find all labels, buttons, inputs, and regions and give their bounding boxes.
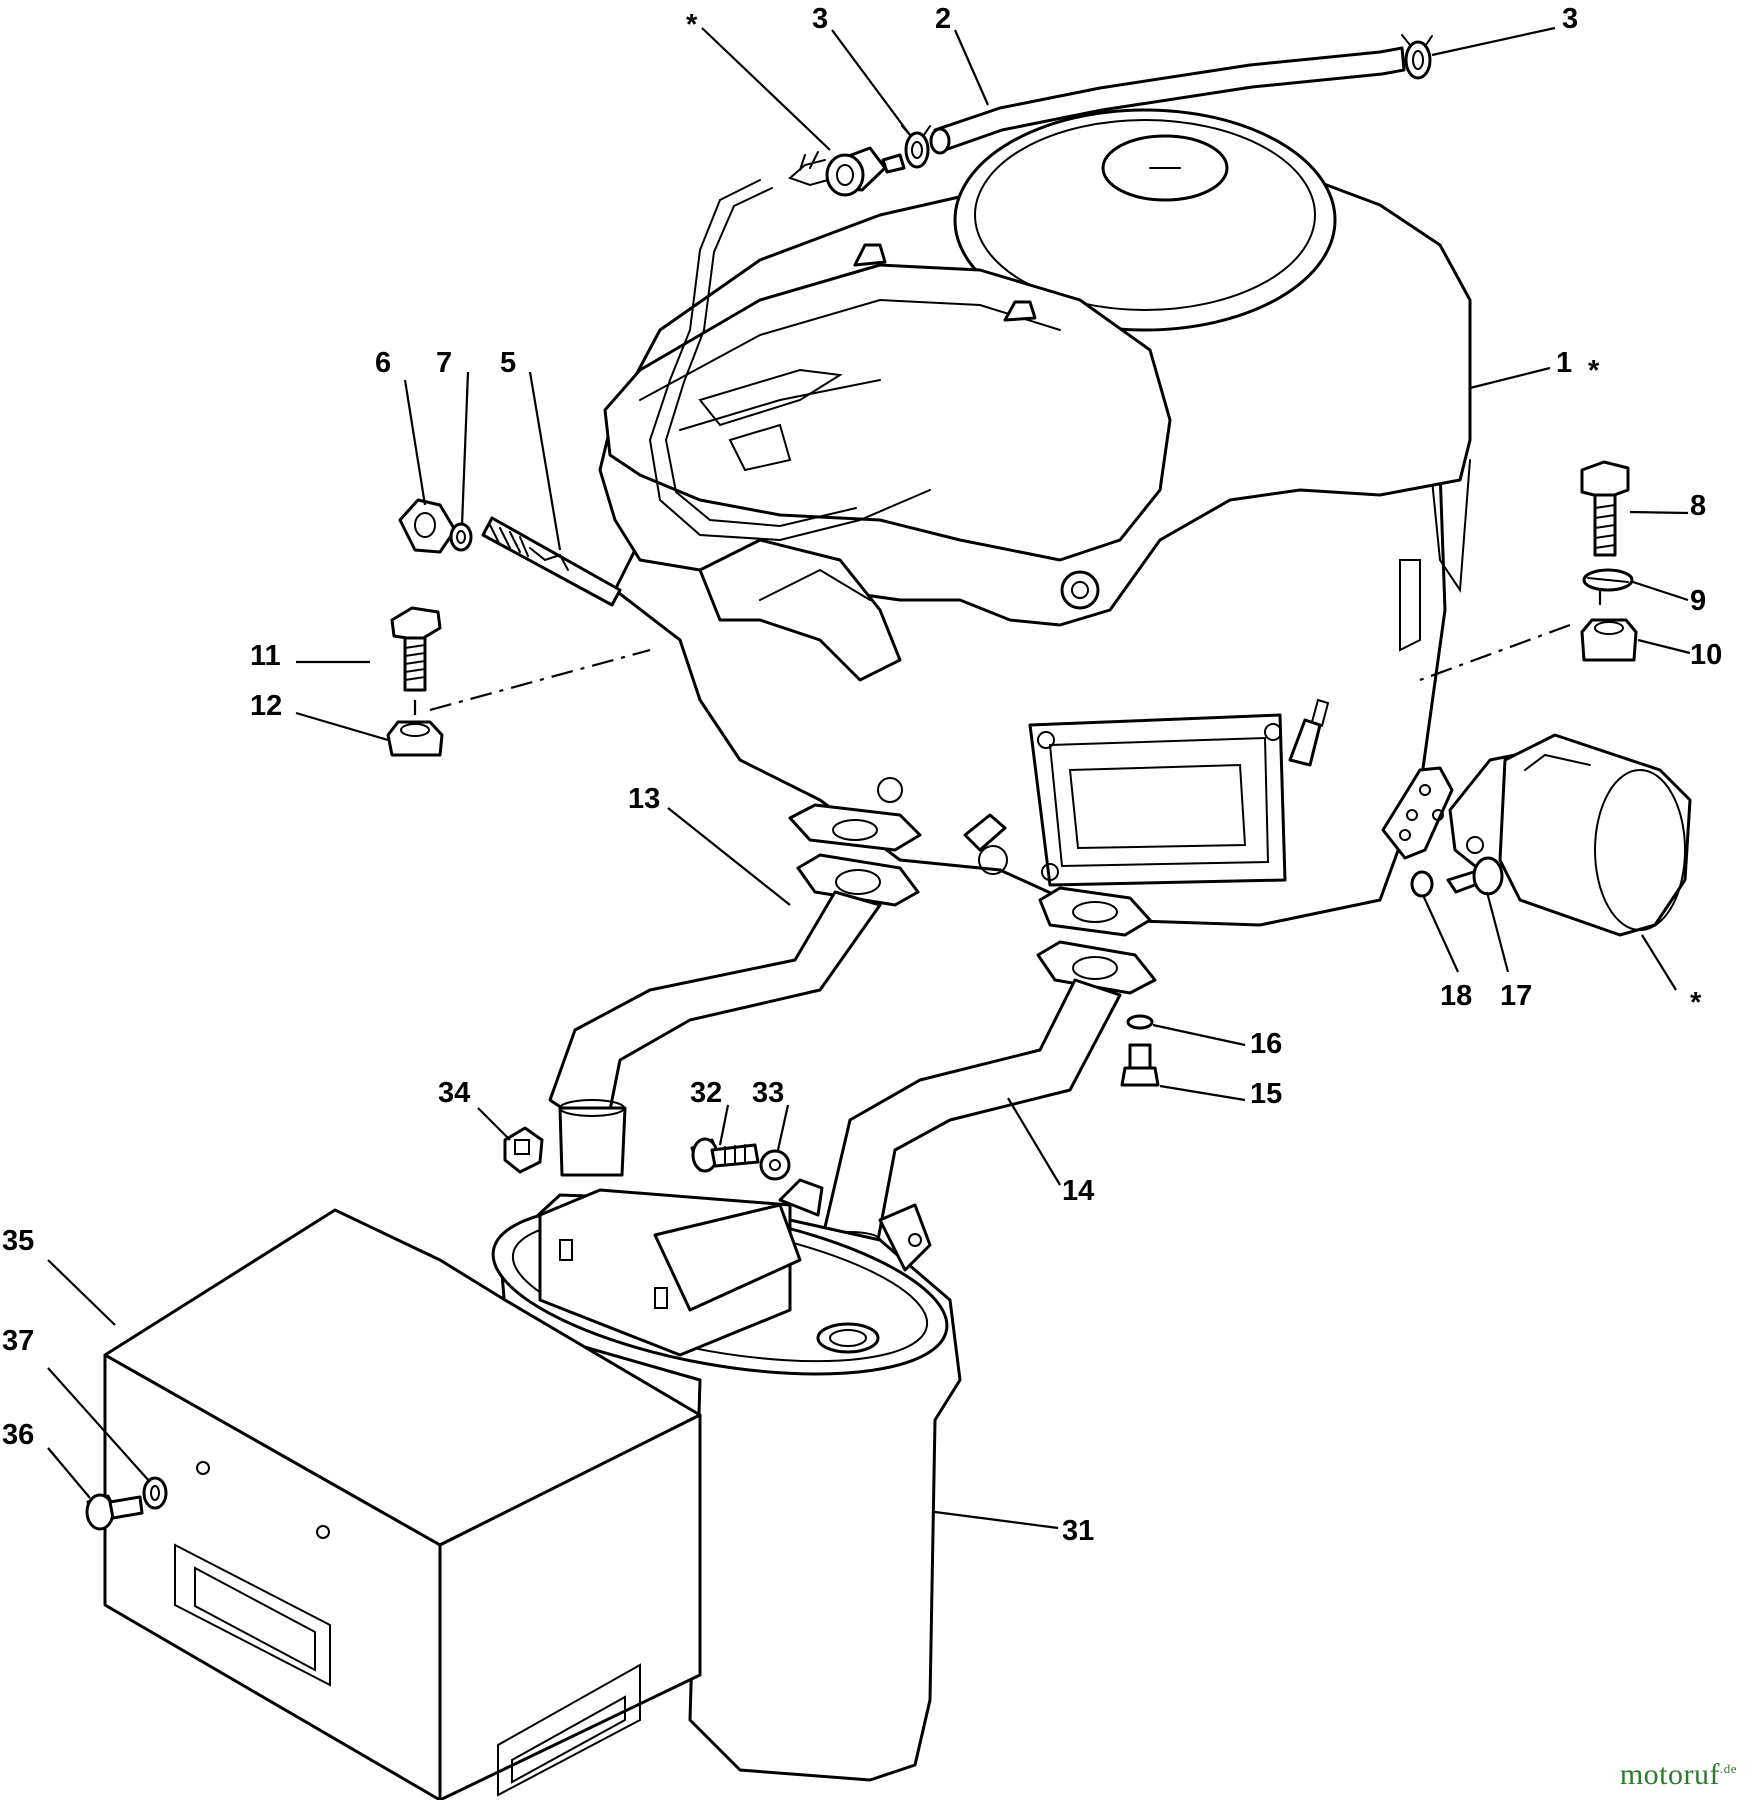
callout-13: 13 [628,783,660,815]
watermark-suffix: .de [1719,1761,1737,1776]
callout-32: 32 [690,1077,722,1109]
callout-star-filter: * [1690,987,1702,1019]
clip-34 [503,1126,544,1174]
callout-37: 37 [2,1325,34,1357]
muffler-guard [85,1208,702,1800]
callout-1-star: * [1588,355,1600,387]
callout-2: 2 [935,3,951,35]
callout-8: 8 [1690,490,1706,522]
callout-5: 5 [500,347,516,379]
bolt-11 [390,606,442,642]
callout-16: 16 [1250,1028,1282,1060]
engine [598,108,1472,927]
callout-6: 6 [375,347,391,379]
callout-36: 36 [2,1419,34,1451]
washer-7 [449,522,473,552]
stud-assembly [398,498,622,607]
callout-33: 33 [752,1077,784,1109]
callout-11: 11 [250,640,281,672]
leader-lines [47,26,1691,1530]
hose-clamp-right [1404,40,1432,80]
callout-31: 31 [1062,1515,1094,1547]
muffler-fasteners [503,1126,791,1181]
watermark-logo: motoruf.de [1620,1758,1737,1792]
callout-labels: * 3 2 3 1 * 6 7 5 8 9 10 11 12 13 18 17 … [2,3,1722,1547]
washer-33 [759,1149,791,1181]
fuel-hose-end [929,127,951,155]
fuel-hose [933,46,1406,152]
flange-nut-12 [386,720,444,757]
callout-3b: 3 [1562,3,1578,35]
washer-37 [142,1476,168,1510]
washer-18 [1410,870,1434,898]
fuel-line-assembly [788,34,1433,197]
hex-nut-6 [398,498,457,554]
callout-3a: 3 [812,3,828,35]
callout-10: 10 [1690,639,1722,671]
callout-34: 34 [438,1077,470,1109]
callout-15: 15 [1250,1078,1282,1110]
stud-5 [481,516,622,607]
callout-14: 14 [1062,1175,1094,1207]
callout-18: 18 [1440,980,1472,1012]
bolt-8 [1580,460,1630,500]
callout-1: 1 [1556,347,1572,379]
callout-17: 17 [1500,980,1532,1012]
watermark-brand: motoruf [1619,1758,1720,1791]
callout-35: 35 [2,1225,34,1257]
muffler [491,1178,962,1782]
callout-9: 9 [1690,585,1706,617]
washer-16 [1126,1014,1154,1030]
bolt-nut-left [386,606,651,757]
oil-filter-assembly [1381,733,1692,937]
callout-12: 12 [250,690,282,722]
hose-clamp-left [904,131,930,169]
bolt-nut-right [1419,460,1638,682]
callout-star-top: * [686,9,698,41]
callout-7: 7 [436,347,452,379]
bolt-15 [1128,1043,1152,1070]
flange-nut-10 [1580,618,1638,662]
